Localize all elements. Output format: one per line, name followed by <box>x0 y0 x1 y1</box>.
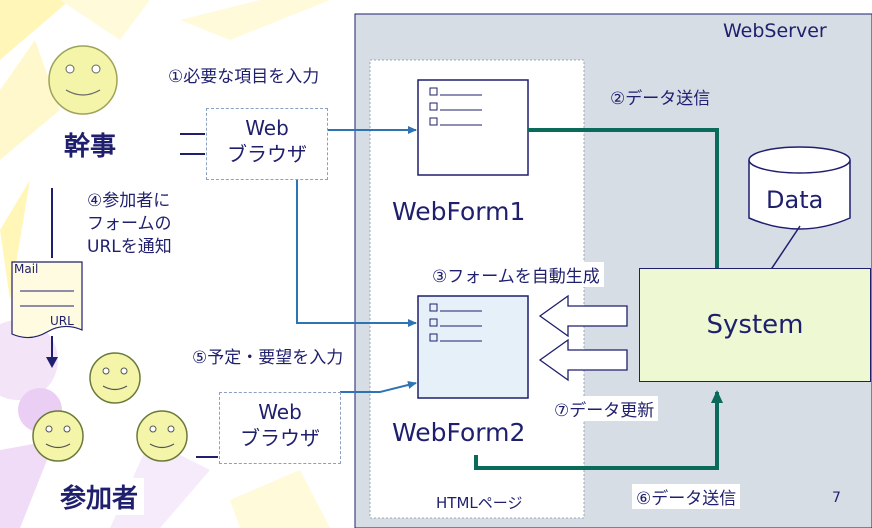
web-browser-organizer: Web ブラウザ <box>206 108 328 180</box>
organizer-label: 幹事 <box>58 126 123 163</box>
step1-label: ①必要な項目を入力 <box>164 62 324 87</box>
participant-face-icon <box>89 352 141 404</box>
database-icon <box>748 146 851 230</box>
step4-line1: ④参加者に <box>87 191 171 211</box>
browser1-to-form2-arrow <box>296 180 417 327</box>
mail-url-label: URL <box>50 314 74 328</box>
database-label: Data <box>766 186 824 214</box>
step4-label: ④参加者に フォームの URLを通知 <box>87 190 172 259</box>
organizer-face-icon <box>48 45 118 115</box>
browser-line2: ブラウザ <box>227 142 307 166</box>
webform2-label: WebForm2 <box>392 418 526 447</box>
webform1-label: WebForm1 <box>392 197 526 226</box>
webserver-title: WebServer <box>723 20 827 42</box>
step5-label: ⑤予定・要望を入力 <box>192 348 344 368</box>
participant-face-icon <box>32 410 84 462</box>
web-browser-participants: Web ブラウザ <box>219 392 341 464</box>
browser-line1: Web <box>258 400 302 424</box>
webform2-icon <box>417 295 529 399</box>
browser-line2: ブラウザ <box>240 426 320 450</box>
webform1-icon <box>417 79 529 176</box>
step2-label: ②データ送信 <box>610 89 711 109</box>
system-box: System <box>639 268 871 382</box>
mail-title: Mail <box>14 262 39 276</box>
decorative-background <box>0 0 330 528</box>
step4-line3: URLを通知 <box>87 237 172 257</box>
generate-form-arrow <box>538 294 628 338</box>
form1-to-system-arrow <box>528 128 723 284</box>
page-number: 7 <box>832 490 841 506</box>
mail-document-icon <box>11 261 83 339</box>
html-page-label: HTMLページ <box>436 494 523 512</box>
participants-label: 参加者 <box>54 478 145 515</box>
step7-label: ⑦データ更新 <box>550 396 659 421</box>
browser-line1: Web <box>245 116 289 140</box>
step4-line2: フォームの <box>87 214 172 234</box>
participant-face-icon <box>136 410 188 462</box>
update-data-arrow <box>538 338 628 382</box>
step6-label: ⑥データ送信 <box>632 484 741 509</box>
step3-label: ③フォームを自動生成 <box>428 262 604 287</box>
browser2-to-form2-arrow <box>340 381 417 393</box>
form2-to-system-arrow <box>474 390 723 470</box>
